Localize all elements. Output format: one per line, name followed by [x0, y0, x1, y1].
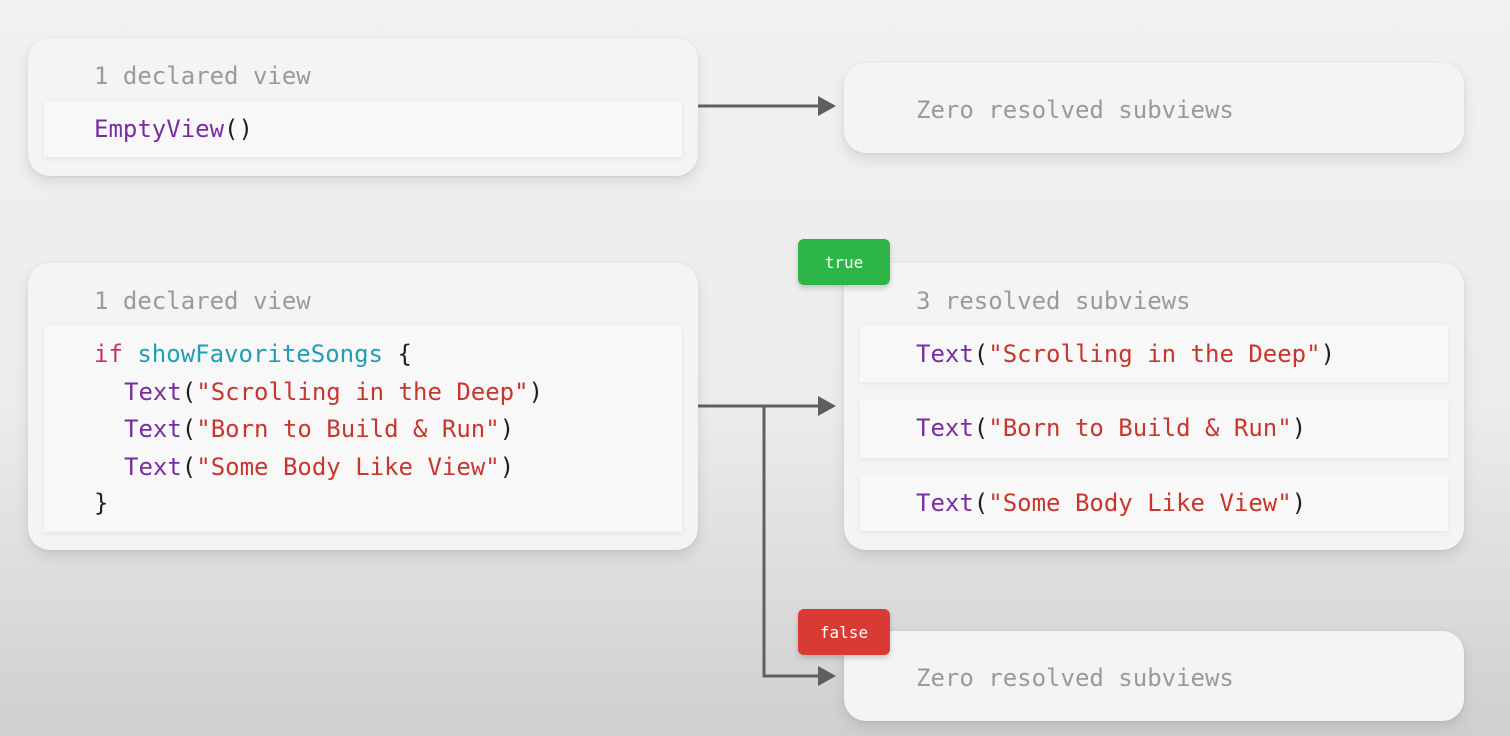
resolved-subviews-card-false: Zero resolved subviews [844, 631, 1464, 721]
code-type: Text [124, 453, 182, 481]
code-string: "Scrolling in the Deep" [988, 340, 1321, 368]
code-punct: ( [973, 414, 989, 442]
code-punct: ) [1320, 340, 1336, 368]
code-punct: ( [181, 415, 197, 443]
code-punct: ( [181, 453, 197, 481]
code-punct: () [224, 115, 253, 143]
code-punct: ) [499, 453, 515, 481]
resolved-subviews-card-true: 3 resolved subviews Text("Scrolling in t… [844, 263, 1464, 550]
code-string: "Some Body Like View" [988, 489, 1292, 517]
declared-view-header: 1 declared view [94, 287, 311, 315]
code-punct: ) [1291, 489, 1307, 517]
code-punct: ) [1291, 414, 1307, 442]
resolved-subview-code: Text("Scrolling in the Deep") [916, 340, 1335, 368]
declared-view-header: 1 declared view [94, 62, 311, 90]
code-type: Text [916, 340, 974, 368]
resolved-subviews-card-empty: Zero resolved subviews [844, 63, 1464, 153]
code-panel: EmptyView() [44, 101, 682, 157]
code-punct: ) [528, 378, 544, 406]
code-type: Text [124, 378, 182, 406]
code-line-text: Text("Scrolling in the Deep") [124, 378, 543, 406]
code-type: Text [916, 414, 974, 442]
resolved-subview-row: Text("Born to Build & Run") [860, 400, 1448, 458]
if-keyword: if [94, 340, 123, 368]
code-string: "Born to Build & Run" [196, 415, 500, 443]
code-punct: ) [499, 415, 515, 443]
resolved-subviews-label: Zero resolved subviews [916, 96, 1234, 124]
code-line-if: if showFavoriteSongs { [94, 340, 412, 368]
code-panel: if showFavoriteSongs { Text("Scrolling i… [44, 326, 682, 532]
resolved-subview-row: Text("Scrolling in the Deep") [860, 326, 1448, 382]
code-type: EmptyView [94, 115, 225, 143]
code-line-text: Text("Born to Build & Run") [124, 415, 514, 443]
code-string: "Scrolling in the Deep" [196, 378, 529, 406]
resolved-subviews-label: Zero resolved subviews [916, 664, 1234, 692]
resolved-subviews-header: 3 resolved subviews [916, 287, 1191, 315]
false-arrowhead-icon [818, 666, 836, 686]
resolved-subview-code: Text("Some Body Like View") [916, 489, 1306, 517]
condition-variable: showFavoriteSongs [137, 340, 383, 368]
code-punct: ( [973, 340, 989, 368]
true-arrowhead-icon [818, 396, 836, 416]
declared-view-card-empty: 1 declared view EmptyView() [28, 38, 698, 176]
declared-view-card-conditional: 1 declared view if showFavoriteSongs { T… [28, 263, 698, 550]
code-punct: ( [181, 378, 197, 406]
code-string: "Some Body Like View" [196, 453, 500, 481]
true-badge: true [798, 239, 890, 285]
top-arrowhead-icon [818, 96, 836, 116]
code-type: Text [916, 489, 974, 517]
code-punct: ( [973, 489, 989, 517]
close-brace: } [94, 489, 109, 517]
code-string: "Born to Build & Run" [988, 414, 1292, 442]
code-type: Text [124, 415, 182, 443]
resolved-subview-code: Text("Born to Build & Run") [916, 414, 1306, 442]
false-branch-arrow [762, 406, 822, 678]
open-brace: { [397, 340, 412, 368]
code-line-text: Text("Some Body Like View") [124, 453, 514, 481]
code-line-emptyview: EmptyView() [94, 115, 253, 143]
code-line-close-brace: } [94, 489, 108, 517]
resolved-subview-row: Text("Some Body Like View") [860, 475, 1448, 531]
false-badge: false [798, 609, 890, 655]
